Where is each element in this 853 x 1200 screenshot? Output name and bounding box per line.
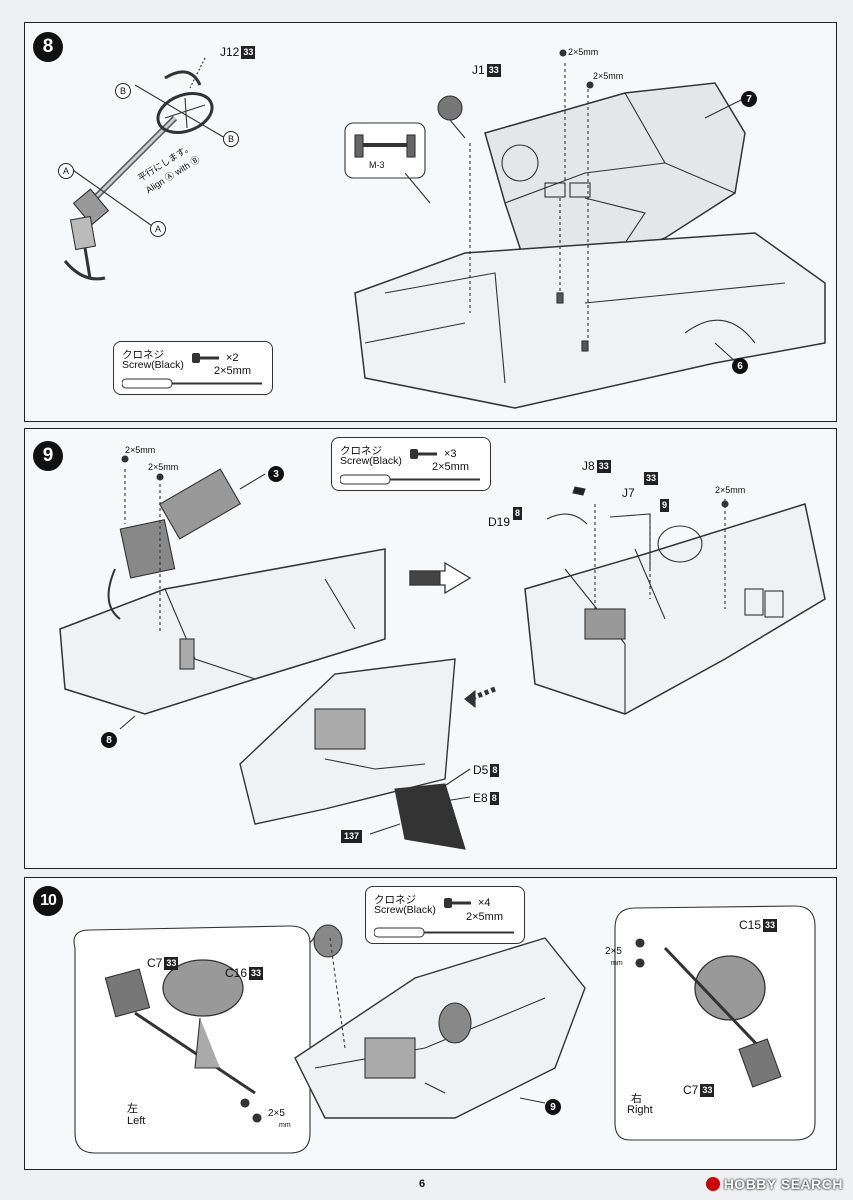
- screw-quantity: ×2: [226, 352, 239, 364]
- screw-type-jp: クロネジ: [122, 349, 164, 361]
- screw-type-jp: クロネジ: [340, 445, 382, 457]
- screw-size-label: 2×5mm: [715, 485, 746, 495]
- screw-icon: [410, 449, 437, 459]
- screw-size-label: 2×5mm: [125, 445, 156, 455]
- screwdriver-icon: [122, 378, 262, 389]
- screw-size-unit: mm: [279, 1122, 291, 1129]
- side-label-right-jp: 右: [631, 1093, 642, 1105]
- page-number: 6: [419, 1178, 426, 1190]
- side-label-right-en: Right: [627, 1104, 653, 1116]
- part-number-6: 6: [732, 358, 748, 374]
- screw-quantity: ×3: [444, 448, 457, 460]
- align-marker-b: B: [115, 83, 131, 99]
- screw-size: 2×5mm: [466, 911, 503, 923]
- screw-icon: [444, 898, 471, 908]
- step-number: 10: [33, 886, 63, 916]
- step-10-illustration: [73, 905, 816, 1154]
- screw-type-en: Screw(Black): [374, 904, 436, 916]
- screw-size-label: 2×5: [268, 1108, 285, 1119]
- screw-icon: [192, 353, 219, 363]
- tag-9: 9: [660, 499, 670, 512]
- part-label-d19: D19: [488, 515, 511, 529]
- screw-type-en: Screw(Black): [122, 359, 184, 371]
- screw-callout-box: クロネジ Screw(Black) ×4 2×5mm: [365, 886, 525, 944]
- tag-33: 33: [644, 472, 659, 485]
- step-8-illustration: [63, 49, 826, 409]
- align-marker-a: A: [58, 163, 74, 179]
- step-number: 9: [33, 441, 63, 471]
- screw-size-label: 2×5: [605, 946, 622, 957]
- screw-type-jp: クロネジ: [374, 894, 416, 906]
- screw-size-unit: mm: [611, 960, 623, 967]
- watermark: HOBBY SEARCH: [705, 1176, 843, 1192]
- hobby-search-logo-icon: [705, 1177, 720, 1191]
- screw-size-label: 2×5mm: [568, 47, 599, 57]
- screwdriver-icon: [374, 927, 514, 938]
- step-9-panel: 9 2×5mm 2×5mm 3 8 クロネジ Screw(Black) ×3 2…: [24, 428, 837, 869]
- side-label-left-jp: 左: [127, 1103, 138, 1115]
- screw-size: 2×5mm: [432, 461, 469, 473]
- step-9-illustration: [59, 455, 826, 850]
- part-number-3: 3: [268, 466, 284, 482]
- align-marker-b: B: [223, 131, 239, 147]
- screwdriver-icon: [340, 474, 480, 485]
- tag-8: 8: [513, 507, 523, 520]
- side-label-left-en: Left: [127, 1115, 146, 1127]
- screw-size: 2×5mm: [214, 365, 251, 377]
- screw-callout-box: クロネジ Screw(Black) ×3 2×5mm: [331, 437, 491, 491]
- screw-size-label: 2×5mm: [148, 462, 179, 472]
- screw-quantity: ×4: [478, 897, 491, 909]
- part-number-8: 8: [101, 732, 117, 748]
- screw-size-label: 2×5mm: [593, 71, 624, 81]
- step-number: 8: [33, 32, 63, 62]
- part-label-j7: J7: [622, 486, 635, 500]
- part-number-7: 7: [741, 91, 757, 107]
- align-marker-a: A: [150, 221, 166, 237]
- screw-type-en: Screw(Black): [340, 455, 402, 467]
- part-label-m3: M-3: [369, 160, 385, 170]
- screw-callout-box: クロネジ Screw(Black) ×2 2×5mm: [113, 341, 273, 395]
- paint-code-137: 137: [339, 830, 363, 843]
- part-number-9: 9: [545, 1099, 561, 1115]
